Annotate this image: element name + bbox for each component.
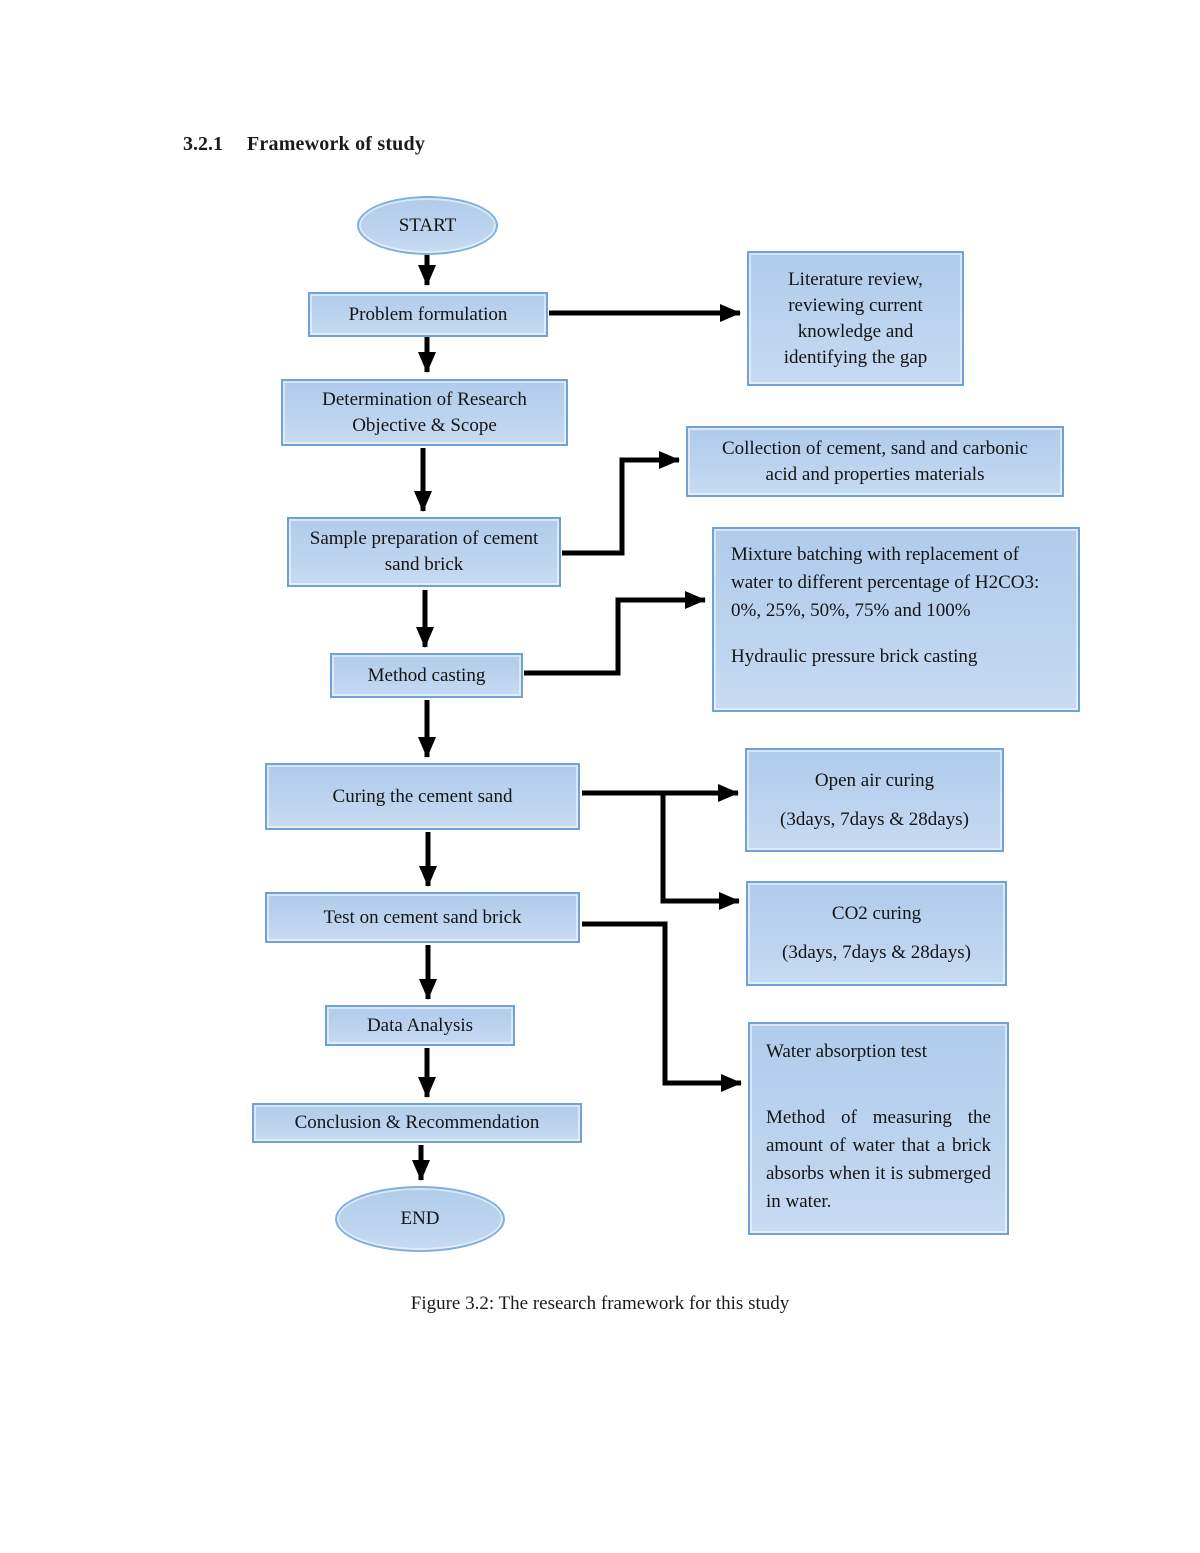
- hydraulic-casting-text: Hydraulic pressure brick casting: [731, 646, 978, 667]
- mixture-batching-text: Mixture batching with replacement of wat…: [731, 544, 1040, 621]
- co2-curing-days: (3days, 7days & 28days): [782, 942, 971, 963]
- node-sample-preparation: Sample preparation of cement sand brick: [287, 517, 561, 587]
- node-problem-formulation: Problem formulation: [308, 292, 548, 337]
- co2-curing-title: CO2 curing: [831, 903, 922, 924]
- open-air-curing-title: Open air curing: [814, 769, 935, 791]
- node-start: START: [357, 196, 498, 255]
- node-conclusion-recommendation: Conclusion & Recommendation: [252, 1103, 582, 1143]
- figure-caption: Figure 3.2: The research framework for t…: [410, 1293, 790, 1314]
- node-open-air-curing: Open air curing (3days, 7days & 28days): [745, 748, 1004, 852]
- node-collection-materials: Collection of cement, sand and carbonic …: [686, 426, 1064, 497]
- connector-curing-to-co2: [660, 793, 740, 910]
- connector-sample-to-collection: [562, 451, 680, 556]
- node-determination-objective: Determination of Research Objective & Sc…: [281, 379, 568, 446]
- node-method-casting: Method casting: [330, 653, 523, 698]
- connector-method-to-mixture: [524, 591, 706, 676]
- connector-test-to-water: [582, 921, 742, 1092]
- section-number: 3.2.1: [183, 133, 223, 155]
- open-air-curing-days: (3days, 7days & 28days): [780, 808, 969, 830]
- node-mixture-batching: Mixture batching with replacement of wat…: [712, 527, 1080, 712]
- water-absorption-description: Method of measuring the amount of water …: [766, 1107, 991, 1212]
- section-title: Framework of study: [247, 133, 426, 155]
- node-data-analysis: Data Analysis: [325, 1005, 515, 1046]
- node-curing-cement-sand: Curing the cement sand: [265, 763, 580, 830]
- node-literature-review: Literature review, reviewing current kno…: [747, 251, 964, 386]
- section-heading: 3.2.1 Framework of study: [183, 133, 425, 156]
- node-co2-curing: CO2 curing (3days, 7days & 28days): [746, 881, 1007, 986]
- water-absorption-title: Water absorption test: [766, 1041, 927, 1062]
- node-end: END: [335, 1186, 505, 1252]
- node-test-cement-sand-brick: Test on cement sand brick: [265, 892, 580, 943]
- node-water-absorption: Water absorption test Method of measurin…: [748, 1022, 1009, 1235]
